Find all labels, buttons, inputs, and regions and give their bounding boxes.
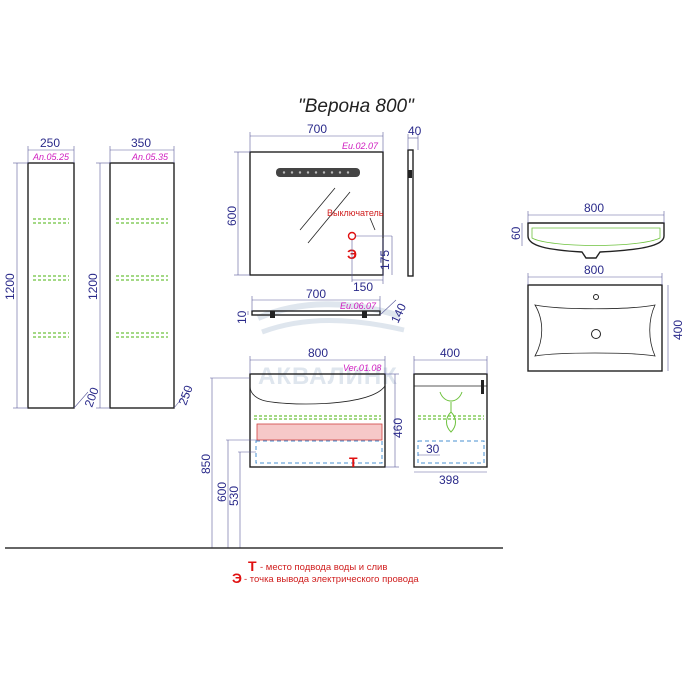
vanity-code: Ver.01.08 bbox=[343, 363, 381, 373]
cabinet-350-width-label: 350 bbox=[131, 136, 151, 150]
legend-mark-water: Т bbox=[248, 558, 257, 574]
sink-side-width-label: 800 bbox=[584, 201, 604, 215]
sink-side: 800 60 bbox=[509, 201, 665, 259]
cabinet-250-body bbox=[27, 162, 75, 409]
legend-text-water: - место подвода воды и слив bbox=[260, 562, 387, 573]
legend: Т - место подвода воды и слив Э - точка … bbox=[232, 558, 419, 586]
cabinet-250-depth-label: 200 bbox=[82, 385, 102, 409]
mount-850-label: 850 bbox=[199, 454, 213, 474]
mirror-depth-label: 40 bbox=[408, 124, 422, 138]
cabinet-350-body bbox=[109, 162, 175, 409]
page-title: "Верона 800" bbox=[298, 96, 415, 117]
mirror-side-profile bbox=[407, 149, 414, 277]
shelf-width-label: 700 bbox=[306, 287, 326, 301]
cabinet-350-depth-label: 250 bbox=[176, 383, 196, 407]
sink-side-height-label: 60 bbox=[509, 226, 523, 240]
pipe-zone bbox=[255, 440, 383, 464]
drawer-highlight bbox=[256, 423, 383, 441]
cabinet-250-height-label: 1200 bbox=[3, 273, 17, 300]
cabinet-250-code: An.05.25 bbox=[32, 152, 70, 162]
vanity-side-body bbox=[413, 373, 488, 468]
switch-label: Выключатель bbox=[327, 208, 384, 218]
switch-icon bbox=[347, 231, 357, 241]
vanity-height-label: 460 bbox=[391, 418, 405, 438]
switch-height-label: 175 bbox=[378, 250, 392, 270]
mirror-body bbox=[249, 151, 384, 276]
vanity-side-pipe-zone bbox=[417, 440, 485, 464]
vanity: Т 800 Ver.01.08 460 850 600 530 bbox=[199, 346, 405, 548]
legend-text-electric: - точка вывода электрического провода bbox=[244, 574, 419, 585]
mirror-code: Eu.02.07 bbox=[342, 141, 379, 151]
mirror-lamp bbox=[276, 168, 360, 177]
cabinet-250: 250 An.05.25 1200 200 bbox=[3, 136, 102, 409]
cabinet-250-width-label: 250 bbox=[40, 136, 60, 150]
sink-top-width-label: 800 bbox=[584, 263, 604, 277]
mirror: Выключатель Э Eu.02.07 700 600 175 150 4… bbox=[225, 122, 422, 294]
vanity-side-bottom-label: 398 bbox=[439, 473, 459, 487]
mount-530-label: 530 bbox=[227, 486, 241, 506]
mount-600-label: 600 bbox=[215, 482, 229, 502]
watermark-text: АКВАЛИНК bbox=[258, 363, 398, 390]
sink-top-body bbox=[527, 284, 663, 372]
sink-top: 800 400 bbox=[527, 263, 685, 372]
watermark: АКВАЛИНК bbox=[256, 301, 405, 390]
sink-side-body bbox=[527, 222, 665, 259]
water-mark: Т bbox=[349, 454, 358, 470]
shelf: 700 Eu.06.07 10 140 bbox=[235, 287, 409, 325]
mirror-height-label: 600 bbox=[225, 206, 239, 226]
switch-width-label: 150 bbox=[353, 280, 373, 294]
vanity-width-label: 800 bbox=[308, 346, 328, 360]
shelf-height-label: 10 bbox=[235, 310, 249, 324]
vanity-side-depth-label: 400 bbox=[440, 346, 460, 360]
vanity-side: 400 30 398 bbox=[413, 346, 488, 487]
cabinet-350-code: An.05.35 bbox=[131, 152, 169, 162]
shelf-body bbox=[251, 310, 381, 316]
vanity-side-inner-label: 30 bbox=[426, 442, 440, 456]
shelf-code: Eu.06.07 bbox=[340, 301, 377, 311]
mirror-width-label: 700 bbox=[307, 122, 327, 136]
cabinet-350: 350 An.05.35 1200 250 bbox=[86, 136, 196, 409]
sink-top-depth-label: 400 bbox=[671, 320, 685, 340]
cabinet-350-height-label: 1200 bbox=[86, 273, 100, 300]
legend-mark-electric: Э bbox=[232, 570, 242, 586]
